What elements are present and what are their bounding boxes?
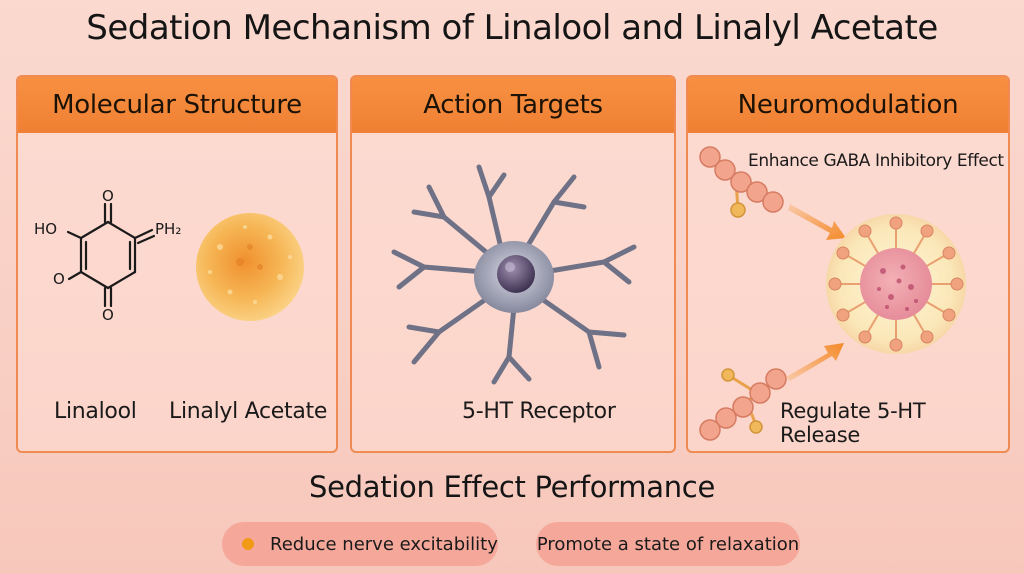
panel-molecular-structure: Molecular Structure O HO PH₂ O O	[16, 75, 338, 453]
panel-header: Molecular Structure	[18, 77, 336, 133]
label-linalool: Linalool	[54, 399, 137, 424]
panel-header: Action Targets	[352, 77, 674, 133]
synapse-cell-icon	[826, 214, 966, 354]
effect-pill-relaxation: Promote a state of relaxation	[536, 522, 800, 566]
arrow-to-cell-icon	[788, 204, 846, 240]
atom-phosphino: PH₂	[155, 220, 181, 238]
label-enhance-gaba: Enhance GABA Inhibitory Effect	[748, 151, 1004, 171]
linalool-structure-icon: O HO PH₂ O O	[34, 187, 181, 324]
effect-pill-excitability: Reduce nerve excitability	[222, 522, 498, 566]
panel-header: Neuromodulation	[688, 77, 1008, 133]
panel-action-targets: Action Targets	[350, 75, 676, 453]
page-title: Sedation Mechanism of Linalool and Linal…	[86, 8, 938, 48]
serotonin-molecule-chain-icon	[699, 368, 787, 441]
label-regulate-5ht: Regulate 5-HT Release	[780, 399, 926, 447]
linalyl-acetate-sphere-icon	[196, 213, 304, 321]
atom-oxygen-bottom: O	[102, 306, 114, 324]
atom-hydroxyl: HO	[34, 220, 57, 238]
atom-oxygen-left: O	[53, 270, 65, 288]
gaba-molecule-chain-icon	[699, 146, 784, 218]
panel-neuromodulation: Neuromodulation	[686, 75, 1010, 453]
bullet-icon	[242, 538, 254, 550]
label-5ht-receptor: 5-HT Receptor	[462, 399, 616, 424]
section-title: Sedation Effect Performance	[309, 470, 715, 504]
effect-label: Promote a state of relaxation	[536, 533, 800, 555]
label-linalyl-acetate: Linalyl Acetate	[169, 399, 328, 424]
neuron-icon	[391, 164, 637, 385]
effect-label: Reduce nerve excitability	[270, 533, 498, 555]
atom-oxygen-top: O	[102, 187, 114, 205]
arrow-release-icon	[786, 343, 844, 381]
